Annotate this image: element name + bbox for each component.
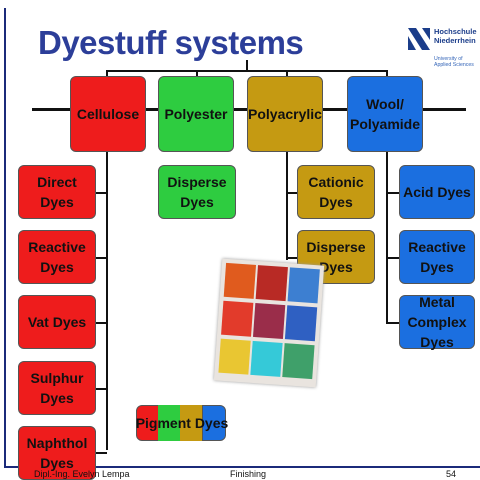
cellulose-branch-5 bbox=[94, 452, 107, 454]
dye-disperse-polyacrylic: Disperse Dyes bbox=[297, 230, 375, 284]
dye-cationic: Cationic Dyes bbox=[297, 165, 375, 219]
dye-disperse-polyester-label: Disperse Dyes bbox=[167, 174, 227, 210]
dye-acid: Acid Dyes bbox=[399, 165, 475, 219]
dye-naphthol-label: Naphthol Dyes bbox=[26, 435, 88, 471]
wool-branch-1 bbox=[386, 192, 401, 194]
dye-metal-complex-label: Metal Complex Dyes bbox=[407, 294, 467, 350]
polyacrylic-trunk bbox=[286, 150, 288, 260]
pigment-swatch bbox=[250, 340, 283, 377]
cellulose-trunk bbox=[106, 150, 108, 450]
dye-reactive-wool-label: Reactive Dyes bbox=[408, 239, 466, 275]
logo-sub-line1: University of bbox=[434, 56, 463, 62]
dye-disperse-polyester: Disperse Dyes bbox=[158, 165, 236, 219]
category-cellulose-label: Cellulose bbox=[76, 106, 140, 122]
frame-bottom-line bbox=[4, 466, 480, 468]
dye-acid-label: Acid Dyes bbox=[403, 184, 471, 200]
top-stem-connector bbox=[246, 60, 248, 72]
dye-cationic-label: Cationic Dyes bbox=[308, 174, 364, 210]
category-polyester-label: Polyester bbox=[164, 106, 228, 122]
dye-reactive-cellulose-label: Reactive Dyes bbox=[28, 239, 86, 275]
slide-title: Dyestuff systems bbox=[38, 24, 304, 61]
dye-reactive-cellulose: Reactive Dyes bbox=[18, 230, 96, 284]
footer-author: Dipl.-Ing. Evelyn Lempa bbox=[34, 469, 130, 479]
frame-left-line bbox=[4, 8, 6, 468]
dye-direct-label: Direct Dyes bbox=[37, 174, 77, 210]
category-wool-polyamide: Wool/ Polyamide bbox=[347, 76, 423, 152]
category-polyacrylic-label: Polyacrylic bbox=[248, 106, 322, 122]
dye-disperse-polyacrylic-label: Disperse Dyes bbox=[306, 239, 366, 275]
cellulose-branch-2 bbox=[94, 257, 107, 259]
pigment-swatch bbox=[282, 343, 315, 380]
pigment-samples-photo bbox=[213, 258, 325, 388]
drop-polyester bbox=[196, 70, 198, 76]
footer-page-number: 54 bbox=[446, 469, 457, 479]
drop-polyacrylic bbox=[286, 70, 288, 76]
cellulose-branch-1 bbox=[94, 192, 107, 194]
pigment-swatch bbox=[284, 305, 318, 342]
logo-subtitle: University of Applied Sciences bbox=[434, 56, 474, 68]
category-polyacrylic: Polyacrylic bbox=[247, 76, 323, 152]
drop-wool bbox=[386, 70, 388, 76]
wool-branch-2 bbox=[386, 257, 401, 259]
logo-mark-icon bbox=[408, 28, 430, 50]
dye-vat: Vat Dyes bbox=[18, 295, 96, 349]
pigment-swatch bbox=[287, 267, 320, 304]
cellulose-branch-4 bbox=[94, 388, 107, 390]
pigment-swatch bbox=[221, 300, 254, 337]
pigment-strip-gold bbox=[180, 405, 204, 441]
footer-topic: Finishing bbox=[230, 469, 267, 479]
pigment-dyes-label: Pigment Dyes bbox=[135, 415, 229, 431]
pigment-swatch bbox=[255, 265, 288, 302]
dye-naphthol: Naphthol Dyes bbox=[18, 426, 96, 480]
category-wool-polyamide-label: Wool/ Polyamide bbox=[349, 96, 421, 132]
dye-vat-label: Vat Dyes bbox=[27, 314, 87, 330]
dye-metal-complex: Metal Complex Dyes bbox=[399, 294, 475, 350]
polyacrylic-branch-2 bbox=[286, 257, 299, 259]
wool-trunk bbox=[386, 150, 388, 322]
polyacrylic-branch-1 bbox=[286, 192, 299, 194]
dye-sulphur-label: Sulphur Dyes bbox=[30, 370, 84, 406]
university-logo: Hochschule Niederrhein University of App… bbox=[404, 22, 480, 80]
pigment-swatch bbox=[218, 338, 251, 375]
category-cellulose: Cellulose bbox=[70, 76, 146, 152]
logo-name: Hochschule Niederrhein bbox=[434, 27, 477, 45]
logo-name-line2: Niederrhein bbox=[434, 36, 476, 45]
wool-branch-3 bbox=[386, 322, 401, 324]
logo-sub-line2: Applied Sciences bbox=[434, 62, 474, 68]
pigment-swatch bbox=[223, 262, 257, 299]
pigment-strip-green bbox=[158, 405, 182, 441]
cellulose-branch-3 bbox=[94, 322, 107, 324]
category-polyester: Polyester bbox=[158, 76, 234, 152]
drop-cellulose bbox=[106, 70, 108, 76]
logo-name-line1: Hochschule bbox=[434, 27, 477, 36]
dye-sulphur: Sulphur Dyes bbox=[18, 361, 96, 415]
dye-reactive-wool: Reactive Dyes bbox=[399, 230, 475, 284]
pigment-strip-blue bbox=[202, 405, 226, 441]
pigment-swatch bbox=[252, 302, 286, 340]
dye-direct: Direct Dyes bbox=[18, 165, 96, 219]
